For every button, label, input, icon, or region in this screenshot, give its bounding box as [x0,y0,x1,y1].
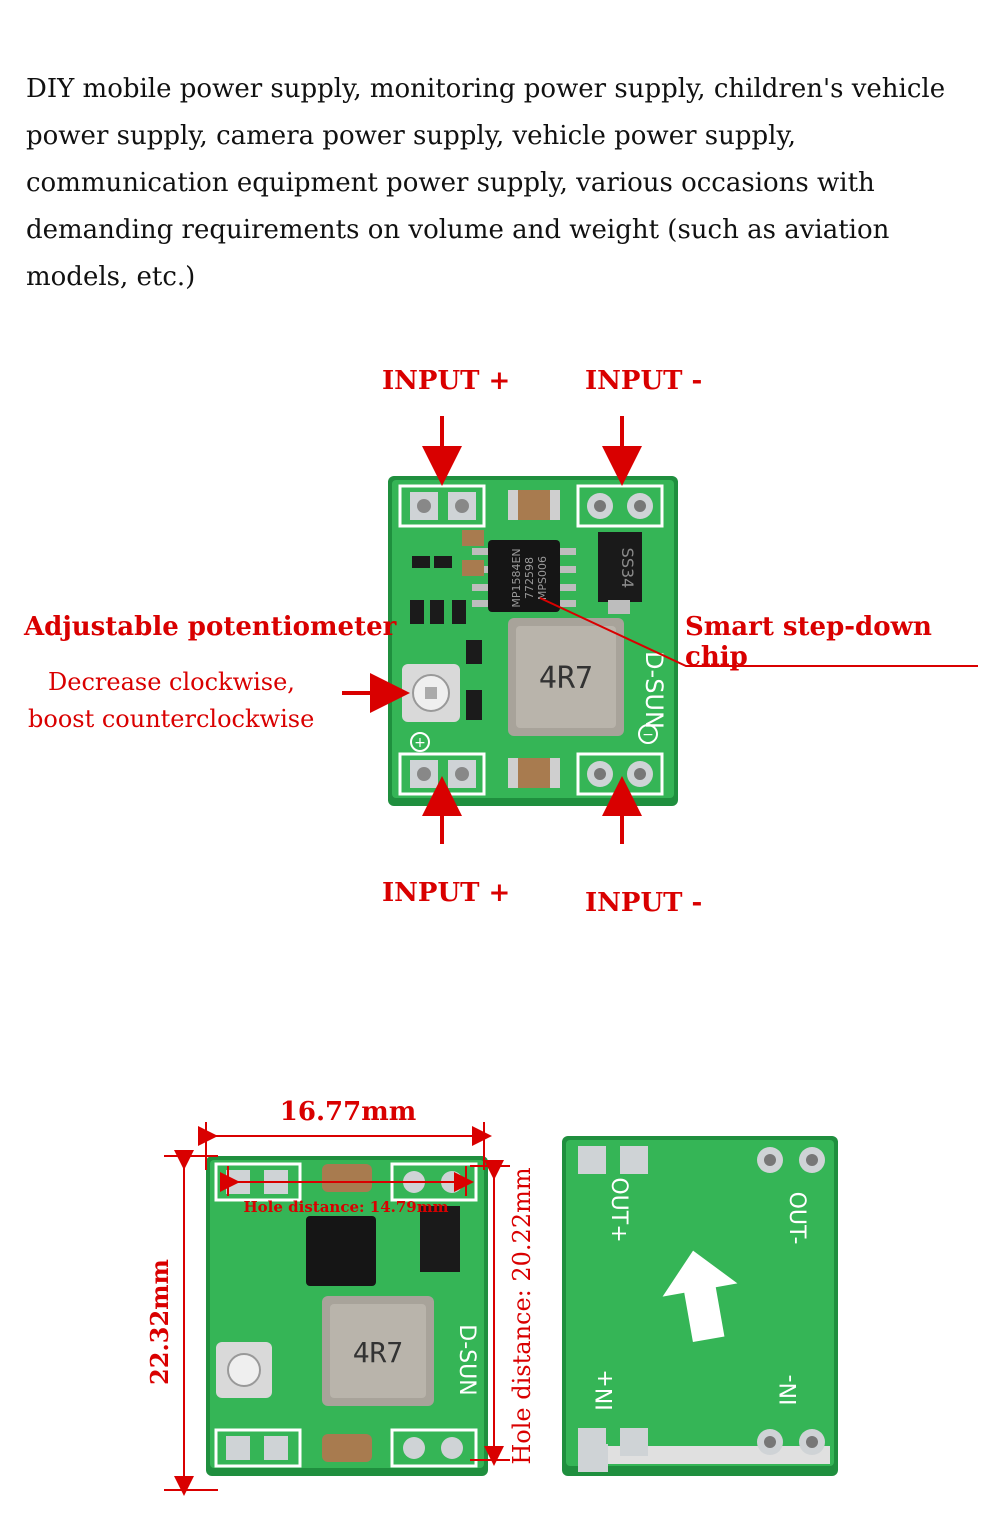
chip-marking-3: MPS006 [536,556,549,600]
svg-text:+: + [414,735,426,751]
back-board: OUT+ OUT- IN+ IN- [562,1136,838,1476]
label-input-minus-bottom: INPUT - [585,888,703,918]
label-potentiometer-desc-1: Decrease clockwise, [48,668,295,696]
brand-marking-2: D-SUN [454,1324,479,1395]
svg-text:−: − [642,727,654,743]
dimension-hole-vertical: Hole distance: 20.22mm [508,1167,536,1464]
intro-text: DIY mobile power supply, monitoring powe… [26,74,946,292]
chip-marking-1: MP1584EN [510,548,523,607]
label-potentiometer-title: Adjustable potentiometer [24,612,397,642]
back-label-out-minus: OUT- [784,1192,809,1245]
chip-leader-line [539,597,978,667]
dimension-width: 16.77mm [280,1097,416,1127]
back-label-in-minus: IN- [777,1375,802,1406]
dimension-hole-horizontal: Hole distance: 14.79mm [244,1198,449,1216]
dimension-board: 4R7 D-SUN [206,1156,488,1476]
label-input-minus-top: INPUT - [585,366,703,396]
dimension-height: 22.32mm [145,1259,174,1385]
top-board: MP1584EN 772598 MPS006 SS34 4R7 D-SUN + … [388,476,678,806]
back-label-out-plus: OUT+ [606,1177,631,1242]
chip-marking-2: 772598 [523,557,536,599]
inductor-marking-2: 4R7 [353,1336,404,1369]
label-input-plus-top: INPUT + [382,366,511,396]
back-label-in-plus: IN+ [593,1369,618,1410]
diode-marking: SS34 [618,548,637,589]
label-input-plus-bottom: INPUT + [382,878,511,908]
label-potentiometer-desc-2: boost counterclockwise [28,705,315,733]
brand-marking: D-SUN [640,651,668,729]
dimension-lines [164,1122,510,1496]
inductor-marking: 4R7 [539,661,593,696]
label-chip-title: Smart step-down chip [685,612,932,672]
